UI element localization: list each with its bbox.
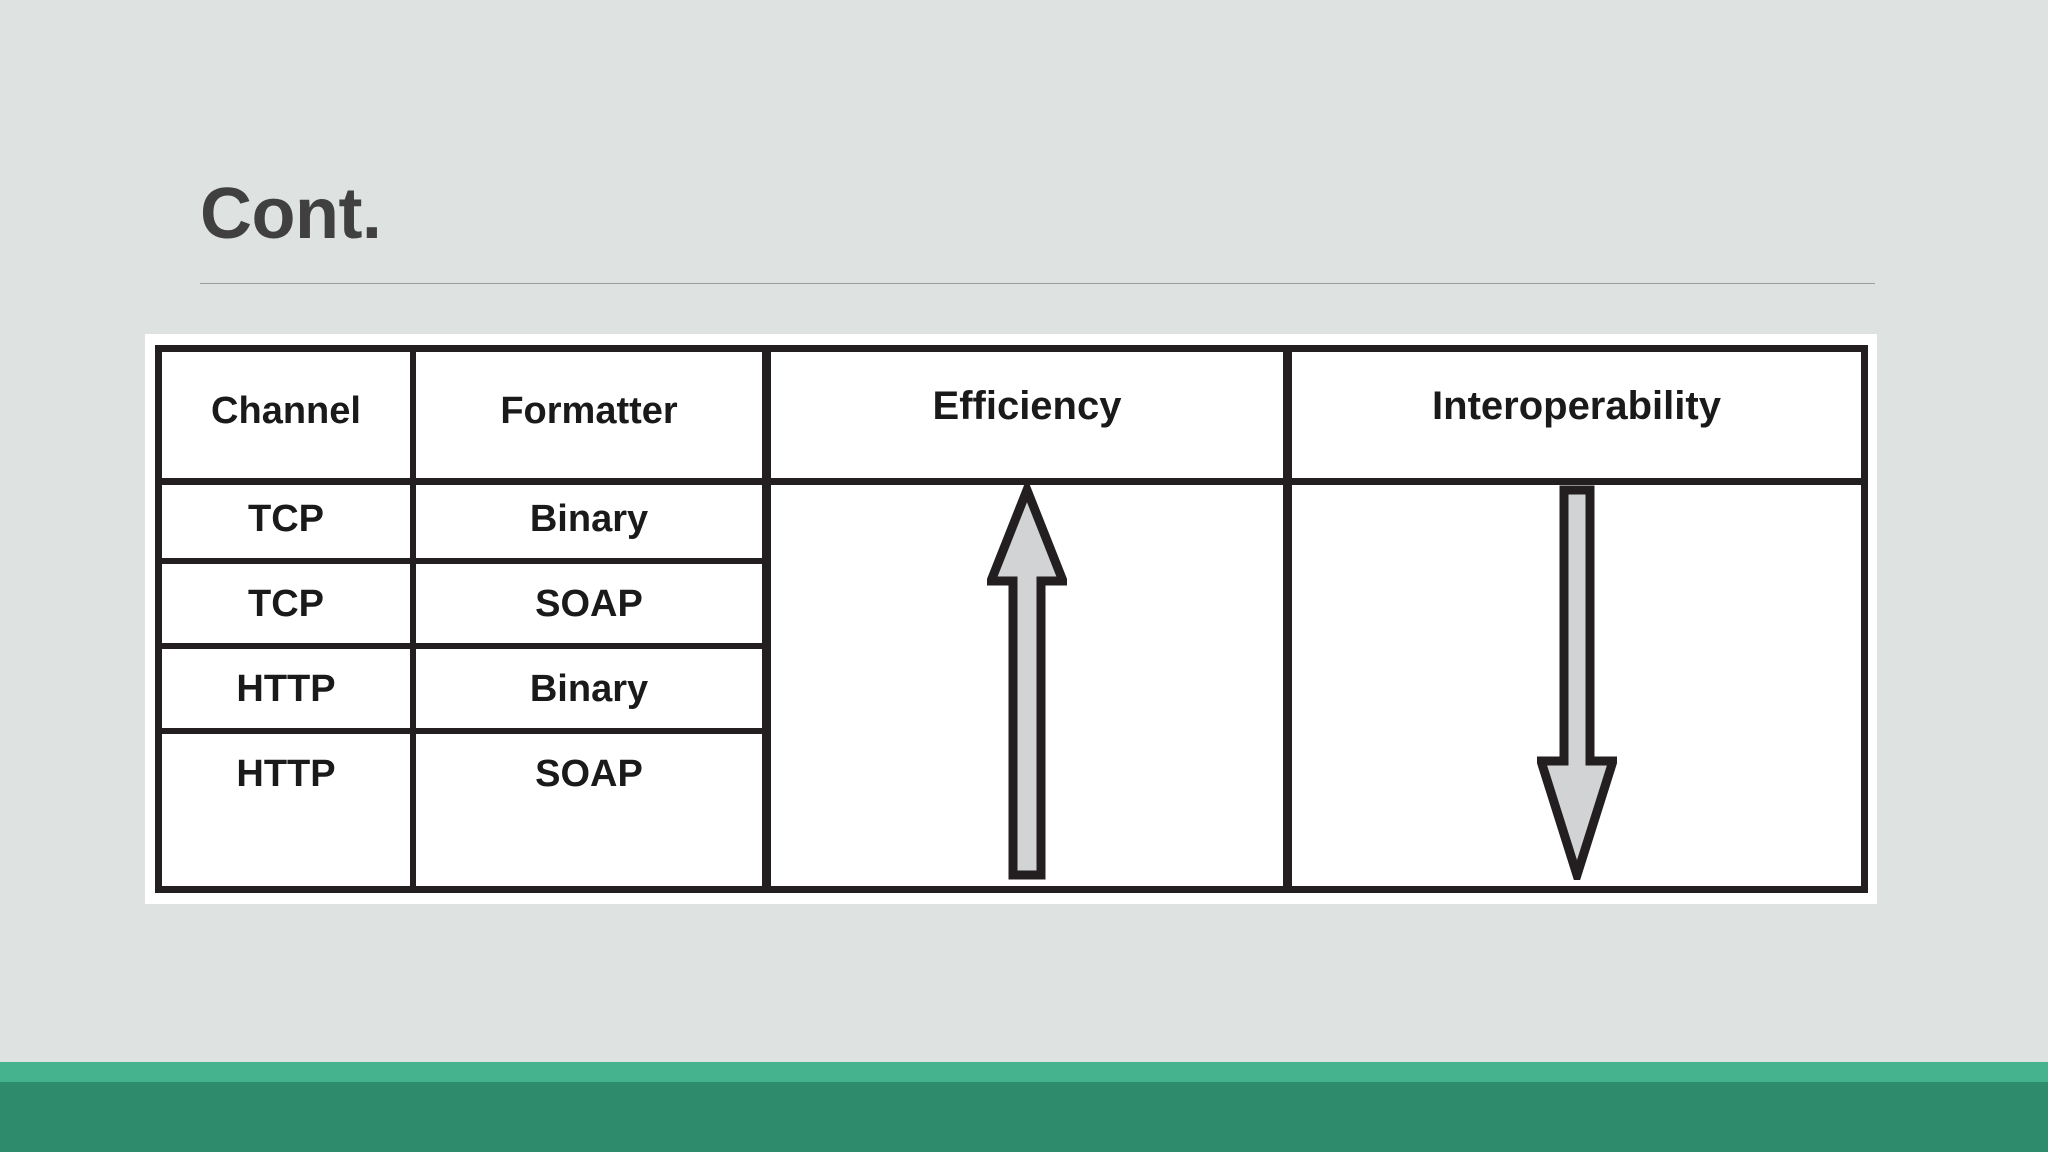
- table-cell-channel: HTTP: [236, 753, 336, 795]
- table-cell-formatter: Binary: [529, 498, 649, 540]
- accent-bar-dark: [0, 1082, 2048, 1152]
- row-divider-3: [162, 728, 762, 734]
- figure-white-frame: Channel Formatter Efficiency Interoperab…: [145, 334, 1877, 904]
- accent-bar-light: [0, 1062, 2048, 1082]
- row-divider-2: [162, 643, 762, 649]
- efficiency-indicator-cell: [771, 485, 1283, 886]
- column-divider-formatter-efficiency: [762, 352, 771, 886]
- column-header-efficiency: Efficiency: [932, 384, 1122, 428]
- header-row-divider: [162, 478, 1861, 485]
- column-header-formatter: Formatter: [500, 390, 678, 432]
- table-cell-formatter: SOAP: [535, 583, 643, 625]
- table-cell-channel: TCP: [248, 498, 324, 540]
- page-title: Cont.: [200, 174, 382, 254]
- arrow-down-icon: [1536, 485, 1617, 880]
- table-cell-formatter: Binary: [529, 668, 649, 710]
- column-divider-efficiency-interoperability: [1283, 352, 1292, 886]
- comparison-table: Channel Formatter Efficiency Interoperab…: [155, 345, 1868, 893]
- table-cell-formatter: SOAP: [535, 753, 643, 795]
- column-header-interoperability: Interoperability: [1432, 384, 1721, 428]
- table-cell-channel: HTTP: [236, 668, 336, 710]
- column-divider-channel-formatter: [410, 352, 416, 886]
- interoperability-indicator-cell: [1292, 485, 1861, 886]
- column-header-channel: Channel: [211, 390, 361, 432]
- table-cell-channel: TCP: [248, 583, 324, 625]
- arrow-up-icon: [987, 485, 1067, 880]
- row-divider-1: [162, 558, 762, 564]
- title-divider: [200, 283, 1875, 284]
